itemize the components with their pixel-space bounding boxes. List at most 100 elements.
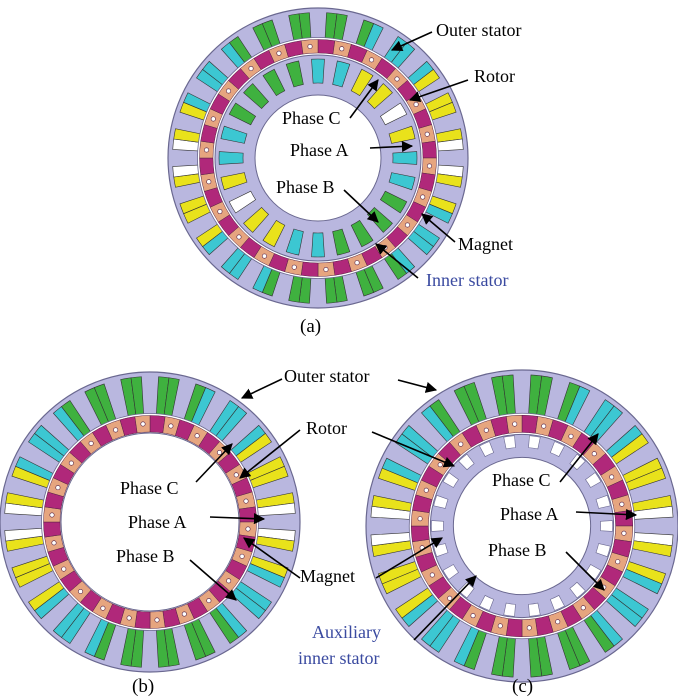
- rotor-magnet: [421, 140, 437, 159]
- magnet-bolt: [113, 427, 119, 433]
- magnet-bolt: [88, 440, 94, 446]
- magnet-bolt: [497, 623, 503, 629]
- auxiliary-stator-notch: [585, 472, 602, 488]
- inner-stator-slot: [379, 190, 408, 214]
- rotor-magnet: [238, 506, 257, 523]
- label-a-inner-stator: Inner stator: [426, 270, 508, 290]
- magnet-bolt: [420, 194, 426, 200]
- auxiliary-stator-notch: [442, 472, 459, 488]
- label-b-phase-b: Phase B: [116, 546, 175, 566]
- magnet-bolt: [245, 526, 251, 532]
- label-c-phase-a: Phase A: [500, 504, 559, 524]
- magnet-bolt: [68, 460, 74, 466]
- auxiliary-stator-notch: [433, 494, 449, 509]
- figure-a-annotations: [343, 31, 469, 279]
- inner-stator-slot: [228, 190, 257, 214]
- magnet-bolt: [458, 441, 464, 447]
- caption-a: (a): [300, 316, 321, 337]
- label-a-phase-c: Phase C: [282, 108, 341, 128]
- magnet-bolt: [591, 451, 597, 457]
- rotor-magnet: [521, 414, 539, 434]
- rotor-magnet: [134, 610, 151, 629]
- magnet-bolt: [437, 462, 443, 468]
- inner-stator-slot: [285, 60, 304, 88]
- motor-c-drawing: [365, 369, 678, 683]
- magnet-bolt: [236, 234, 242, 240]
- label-a-outer-stator: Outer stator: [436, 20, 521, 40]
- caption-c: (c): [512, 676, 533, 697]
- label-c-phase-b: Phase B: [488, 540, 547, 560]
- auxiliary-stator-notch: [569, 581, 586, 599]
- label-b-magnet: Magnet: [300, 566, 355, 586]
- rotor-magnet: [505, 618, 523, 638]
- auxiliary-stator-notch: [549, 595, 565, 611]
- magnet-bolt: [291, 264, 297, 270]
- label-a-magnet: Magnet: [458, 234, 513, 254]
- inner-stator-slot: [228, 102, 257, 126]
- auxiliary-stator-notch: [479, 595, 495, 611]
- inner-stator-slot: [311, 232, 325, 258]
- magnet-bolt: [429, 572, 435, 578]
- rotor-magnet: [614, 509, 634, 527]
- magnet-bolt: [217, 209, 223, 215]
- magnet-bolt: [194, 433, 200, 439]
- figure-c: Phase C Phase A Phase B Auxiliary inner …: [298, 369, 678, 697]
- magnet-bolt: [555, 619, 561, 625]
- center-bore: [452, 456, 592, 596]
- magnet-bolt: [206, 179, 212, 185]
- inner-stator-slot: [220, 172, 248, 191]
- magnet-bolt: [541, 423, 547, 429]
- inner-stator-slot: [388, 125, 416, 144]
- auxiliary-stator-notch: [479, 441, 495, 457]
- center-bore: [60, 432, 240, 612]
- magnet-bolt: [483, 427, 489, 433]
- label-b-phase-c: Phase C: [120, 478, 179, 498]
- magnet-bolt: [226, 578, 232, 584]
- magnet-bolt: [49, 512, 55, 518]
- rotor-magnet: [199, 157, 215, 176]
- inner-stator-slot: [311, 58, 325, 84]
- inner-stator-slot: [220, 125, 248, 144]
- label-c-auxiliary-line1: Auxiliary: [312, 622, 381, 642]
- inner-stator-slot: [379, 102, 408, 126]
- inner-stator-slot: [243, 83, 269, 109]
- center-bore: [254, 94, 382, 222]
- magnet-bolt: [51, 540, 57, 546]
- auxiliary-stator-notch: [458, 453, 475, 471]
- magnet-bolt: [204, 147, 210, 153]
- magnet-bolt: [239, 553, 245, 559]
- label-c-phase-c: Phase C: [492, 470, 551, 490]
- auxiliary-stator-notch: [503, 435, 516, 450]
- magnet-bolt: [233, 472, 239, 478]
- magnet-bolt: [394, 76, 400, 82]
- auxiliary-stator-notch: [442, 564, 459, 580]
- magnet-bolt: [568, 433, 574, 439]
- inner-stator-slot: [392, 151, 418, 165]
- magnet-bolt: [609, 474, 615, 480]
- label-b-outer-stator: Outer stator: [284, 366, 369, 386]
- inner-stator-slot: [262, 219, 286, 248]
- auxiliary-stator-notch: [600, 520, 613, 532]
- figure-b: Outer stator Rotor Phase C Phase A Phase…: [0, 366, 369, 697]
- magnet-bolt: [307, 44, 313, 50]
- auxiliary-stator-notch: [549, 441, 565, 457]
- inner-stator-slot: [367, 83, 393, 109]
- inner-stator-slot: [285, 228, 304, 256]
- inner-stator-slot: [262, 68, 286, 97]
- magnet-bolt: [216, 450, 222, 456]
- magnet-bolt: [100, 605, 106, 611]
- auxiliary-stator-notch: [595, 494, 611, 509]
- magnet-bolt: [369, 57, 375, 63]
- magnet-bolt: [276, 50, 282, 56]
- magnet-bolt: [404, 222, 410, 228]
- inner-stator-slot: [243, 207, 269, 233]
- auxiliary-stator-notch: [528, 435, 541, 450]
- magnet-bolt: [261, 253, 267, 259]
- caption-b: (b): [132, 676, 154, 697]
- magnet-bolt: [168, 423, 174, 429]
- rotor-magnet: [300, 261, 319, 277]
- magnet-bolt: [423, 487, 429, 493]
- magnet-bolt: [526, 625, 532, 631]
- figure-a: Outer stator Rotor Phase C Phase A Phase…: [167, 7, 521, 337]
